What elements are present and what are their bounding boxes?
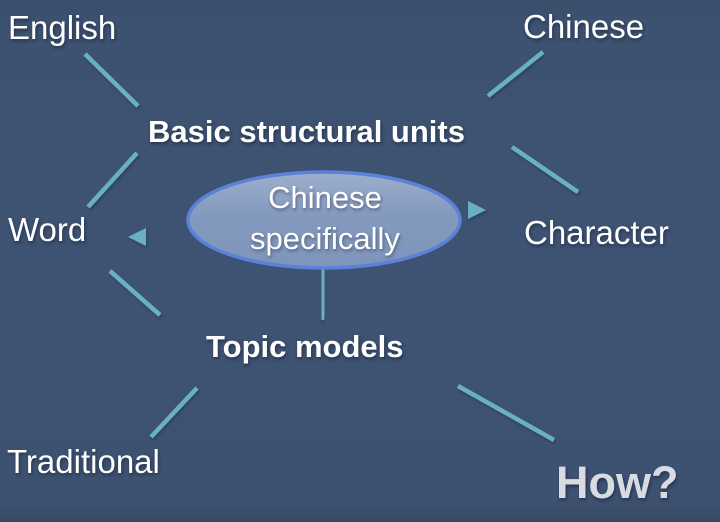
arrowhead-left-icon bbox=[128, 228, 146, 246]
center-ellipse-label-line1: Chinese bbox=[268, 180, 382, 215]
node-label-topic-models: Topic models bbox=[206, 329, 404, 364]
center-ellipse-label-line2: specifically bbox=[250, 221, 400, 256]
connector-english-units bbox=[83, 52, 140, 108]
connector-word-topic bbox=[108, 269, 162, 317]
node-label-word: Word bbox=[8, 211, 87, 248]
node-label-traditional: Traditional bbox=[7, 443, 160, 480]
node-label-chinese: Chinese bbox=[523, 8, 645, 45]
arrowhead-right-icon bbox=[468, 201, 486, 219]
center-ellipse bbox=[186, 170, 462, 270]
node-label-character: Character bbox=[524, 214, 669, 251]
node-label-how: How? bbox=[556, 457, 679, 508]
connector-units-character bbox=[510, 145, 580, 194]
center-ellipse-label: Chinese specifically bbox=[195, 177, 455, 259]
connector-ellipse-topic bbox=[319, 265, 327, 321]
connector-word-units bbox=[86, 151, 139, 209]
connector-chinese-units bbox=[486, 50, 545, 98]
connector-traditional-topic bbox=[149, 386, 199, 439]
node-label-basic-structural-units: Basic structural units bbox=[148, 114, 465, 149]
node-label-english: English bbox=[8, 9, 117, 46]
connector-topic-how bbox=[456, 384, 556, 442]
